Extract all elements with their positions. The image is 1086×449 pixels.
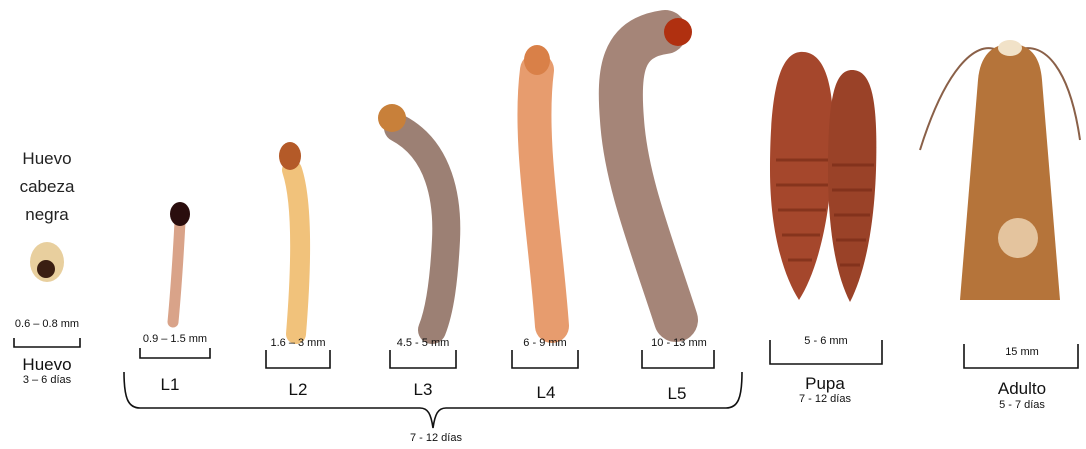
l3-larva-illustration — [378, 104, 446, 330]
adult-stage-name: Adulto — [990, 379, 1054, 399]
l1-larva-illustration — [170, 202, 190, 322]
egg-size-label: 0.6 – 0.8 mm — [5, 318, 89, 330]
adult-size-label: 15 mm — [980, 346, 1064, 358]
egg-head-line: Huevo — [12, 145, 82, 173]
egg-head-line: cabeza — [12, 173, 82, 201]
l3-size-label: 4.5 - 5 mm — [382, 337, 464, 349]
egg-head-spot — [37, 260, 55, 278]
l5-stage-name: L5 — [657, 384, 697, 404]
l2-size-label: 1.6 – 3 mm — [258, 337, 338, 349]
egg-size-bracket — [14, 338, 80, 347]
egg-duration: 3 – 6 días — [12, 374, 82, 386]
l3-stage-name: L3 — [403, 380, 443, 400]
l2-size-bracket — [266, 350, 330, 368]
egg-head-label: Huevo cabeza negra — [12, 145, 82, 229]
l2-stage-name: L2 — [278, 380, 318, 400]
l1-size-bracket — [140, 348, 210, 358]
adult-duration: 5 - 7 días — [982, 399, 1062, 411]
egg-stage-name: Huevo — [10, 355, 84, 375]
larva-duration: 7 - 12 días — [396, 432, 476, 444]
l2-larva-illustration — [279, 142, 301, 334]
l4-larva-illustration — [524, 45, 552, 326]
pupa-size-label: 5 - 6 mm — [776, 335, 876, 347]
l4-size-label: 6 - 9 mm — [504, 337, 586, 349]
l4-stage-name: L4 — [526, 383, 566, 403]
l4-size-bracket — [512, 350, 578, 368]
adult-moth-illustration — [920, 40, 1080, 300]
pupa-stage-name: Pupa — [800, 374, 850, 394]
l1-size-label: 0.9 – 1.5 mm — [132, 333, 218, 345]
l5-size-label: 10 - 13 mm — [636, 337, 722, 349]
l5-larva-illustration — [621, 18, 692, 320]
l1-stage-name: L1 — [150, 375, 190, 395]
l5-size-bracket — [642, 350, 714, 368]
egg-head-line: negra — [12, 201, 82, 229]
l3-size-bracket — [390, 350, 456, 368]
pupa-illustration — [770, 52, 876, 302]
pupa-duration: 7 - 12 días — [780, 393, 870, 405]
